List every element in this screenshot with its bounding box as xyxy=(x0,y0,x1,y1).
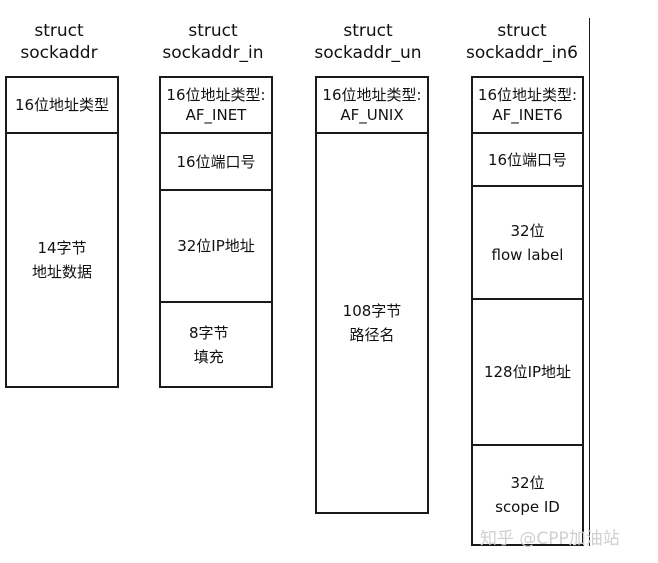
watermark-text: 知乎 @CPP加油站 xyxy=(480,529,620,549)
sockaddr-un-family-field: 16位地址类型: AF_UNIX xyxy=(315,76,429,134)
struct-sockaddr-un-title: struct sockaddr_un xyxy=(314,21,422,63)
sockaddr-in6-addr-field: 128位IP地址 xyxy=(471,298,584,446)
sockaddr-in-padding-field: 8字节 填充 xyxy=(159,301,273,388)
sockaddr-in6-family-field: 16位地址类型: AF_INET6 xyxy=(471,76,584,134)
sockaddr-in-port-field: 16位端口号 xyxy=(159,132,273,191)
sockaddr-data-field: 14字节 地址数据 xyxy=(5,132,119,388)
sockaddr-in6-scope-id-field: 32位 scope ID xyxy=(471,444,584,546)
sockaddr-un-path-field: 108字节 路径名 xyxy=(315,132,429,514)
sockaddr-in-addr-field: 32位IP地址 xyxy=(159,189,273,303)
sockaddr-in-family-field: 16位地址类型: AF_INET xyxy=(159,76,273,134)
right-divider-line xyxy=(589,18,590,546)
struct-sockaddr-in6-title: struct sockaddr_in6 xyxy=(466,21,578,63)
sockaddr-in6-flowinfo-field: 32位 flow label xyxy=(471,185,584,300)
sockaddr-family-field: 16位地址类型 xyxy=(5,76,119,134)
struct-sockaddr-title: struct sockaddr xyxy=(20,21,98,63)
sockaddr-in6-port-field: 16位端口号 xyxy=(471,132,584,187)
struct-sockaddr-in-title: struct sockaddr_in xyxy=(162,21,264,63)
